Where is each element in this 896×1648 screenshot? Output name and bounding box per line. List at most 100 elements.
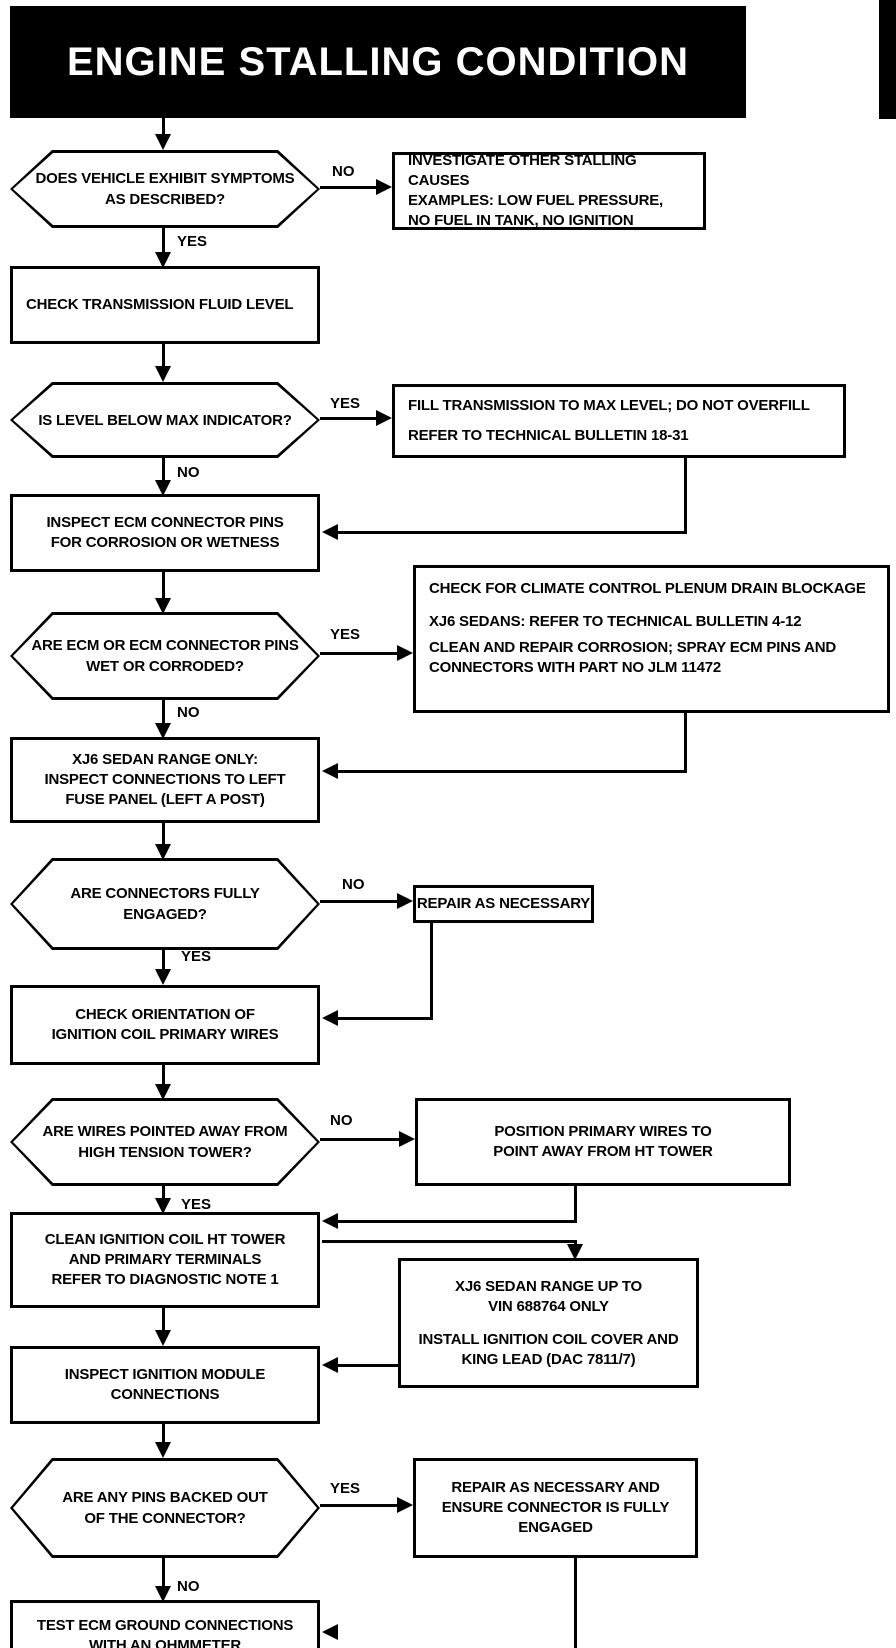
process-inspect-fuse-panel: XJ6 SEDAN RANGE ONLY: INSPECT CONNECTION… xyxy=(10,737,320,823)
decision-text: HIGH TENSION TOWER? xyxy=(78,1144,252,1161)
hexagon-fill xyxy=(13,1461,317,1555)
decision-text: OF THE CONNECTOR? xyxy=(84,1510,246,1527)
arrowhead-left-icon xyxy=(322,1357,338,1373)
arrowhead-left-icon xyxy=(322,1624,338,1640)
process-repair-as-necessary: REPAIR AS NECESSARY xyxy=(413,885,594,923)
decision-q-pins-backed-out: ARE ANY PINS BACKED OUT OF THE CONNECTOR… xyxy=(10,1458,320,1558)
connector-line xyxy=(338,1364,398,1367)
connector-line xyxy=(430,923,433,1020)
process-inspect-ignition-module: INSPECT IGNITION MODULE CONNECTIONS xyxy=(10,1346,320,1424)
connector-line xyxy=(162,700,165,725)
arrowhead-down-icon xyxy=(155,1330,171,1346)
process-investigate-other: INVESTIGATE OTHER STALLING CAUSES EXAMPL… xyxy=(392,152,706,230)
decision-text: ARE CONNECTORS FULLY xyxy=(70,885,260,902)
edge-label-yes: YES xyxy=(177,233,208,250)
process-position-wires: POSITION PRIMARY WIRES TO POINT AWAY FRO… xyxy=(415,1098,791,1186)
process-text: FOR CORROSION OR WETNESS xyxy=(50,534,280,551)
process-text: XJ6 SEDANS: REFER TO TECHNICAL BULLETIN … xyxy=(429,613,802,630)
process-check-transmission-fluid: CHECK TRANSMISSION FLUID LEVEL xyxy=(10,266,320,344)
process-text: POSITION PRIMARY WIRES TO xyxy=(494,1123,712,1140)
decision-text: IS LEVEL BELOW MAX INDICATOR? xyxy=(38,411,292,429)
process-text: INSPECT ECM CONNECTOR PINS xyxy=(46,514,284,531)
arrowhead-down-icon xyxy=(567,1244,583,1260)
connector-line xyxy=(162,1308,165,1330)
decision-q-symptoms: DOES VEHICLE EXHIBIT SYMPTOMS AS DESCRIB… xyxy=(10,150,320,228)
title-bar: ENGINE STALLING CONDITION xyxy=(10,6,746,118)
process-text: INSPECT CONNECTIONS TO LEFT xyxy=(44,771,286,788)
arrowhead-down-icon xyxy=(155,366,171,382)
hexagon-fill xyxy=(13,153,317,225)
connector-line xyxy=(162,1424,165,1444)
process-text: CLEAN AND REPAIR CORROSION; SPRAY ECM PI… xyxy=(429,639,836,656)
process-fill-transmission: FILL TRANSMISSION TO MAX LEVEL; DO NOT O… xyxy=(392,384,846,458)
process-text: FILL TRANSMISSION TO MAX LEVEL; DO NOT O… xyxy=(408,397,810,414)
connector-line xyxy=(338,1220,577,1223)
arrowhead-down-icon xyxy=(155,1084,171,1100)
arrowhead-right-icon xyxy=(397,893,413,909)
process-check-orientation: CHECK ORIENTATION OF IGNITION COIL PRIMA… xyxy=(10,985,320,1065)
process-text: CLEAN IGNITION COIL HT TOWER xyxy=(44,1231,286,1248)
connector-line xyxy=(162,118,165,138)
decision-text: ENGAGED? xyxy=(123,906,207,923)
connector-line xyxy=(320,652,397,655)
edge-label-no: NO xyxy=(177,464,200,481)
process-test-ecm-ground: TEST ECM GROUND CONNECTIONS WITH AN OHMM… xyxy=(10,1600,320,1648)
connector-line xyxy=(320,1138,399,1141)
hexagon-fill xyxy=(13,385,317,455)
process-text: CHECK ORIENTATION OF xyxy=(75,1006,255,1023)
arrowhead-down-icon xyxy=(155,1586,171,1602)
process-repair-ensure-engaged: REPAIR AS NECESSARY AND ENSURE CONNECTOR… xyxy=(413,1458,698,1558)
arrowhead-down-icon xyxy=(155,1198,171,1214)
connector-line xyxy=(162,1558,165,1588)
hexagon-fill xyxy=(13,861,317,947)
decision-text: AS DESCRIBED? xyxy=(105,191,225,208)
edge-label-yes: YES xyxy=(181,948,212,965)
arrowhead-left-icon xyxy=(322,763,338,779)
connector-line xyxy=(162,344,165,368)
arrowhead-right-icon xyxy=(397,1497,413,1513)
scan-artifact-right xyxy=(879,0,896,119)
connector-line xyxy=(162,458,165,482)
decision-text: ARE ECM OR ECM CONNECTOR PINS xyxy=(31,637,299,654)
process-clean-ht-tower: CLEAN IGNITION COIL HT TOWER AND PRIMARY… xyxy=(10,1212,320,1308)
arrowhead-left-icon xyxy=(322,524,338,540)
process-text: XJ6 SEDAN RANGE UP TO xyxy=(455,1277,642,1295)
connector-line xyxy=(338,531,687,534)
edge-label-no: NO xyxy=(342,876,365,893)
process-text: CHECK FOR CLIMATE CONTROL PLENUM DRAIN B… xyxy=(429,580,866,597)
decision-text: ARE ANY PINS BACKED OUT xyxy=(62,1489,268,1506)
arrowhead-down-icon xyxy=(155,252,171,268)
process-text: ENSURE CONNECTOR IS FULLY xyxy=(441,1499,670,1516)
process-text: CONNECTIONS xyxy=(110,1386,220,1403)
process-text: REFER TO DIAGNOSTIC NOTE 1 xyxy=(51,1271,279,1288)
process-inspect-ecm-pins: INSPECT ECM CONNECTOR PINS FOR CORROSION… xyxy=(10,494,320,572)
edge-label-yes: YES xyxy=(330,1480,361,1497)
edge-label-no: NO xyxy=(177,704,200,721)
arrowhead-left-icon xyxy=(322,1010,338,1026)
process-text: ENGAGED xyxy=(518,1519,593,1536)
edge-label-yes: YES xyxy=(330,395,361,412)
arrowhead-right-icon xyxy=(397,645,413,661)
arrowhead-down-icon xyxy=(155,598,171,614)
process-install-coil-cover: XJ6 SEDAN RANGE UP TO VIN 688764 ONLY IN… xyxy=(398,1258,699,1388)
hexagon-fill xyxy=(13,615,317,697)
connector-line xyxy=(320,417,378,420)
arrowhead-left-icon xyxy=(322,1213,338,1229)
process-text: AND PRIMARY TERMINALS xyxy=(68,1251,262,1268)
process-text: CONNECTORS WITH PART NO JLM 11472 xyxy=(429,659,722,676)
connector-line xyxy=(162,228,165,254)
process-text: POINT AWAY FROM HT TOWER xyxy=(493,1143,713,1160)
arrowhead-down-icon xyxy=(155,844,171,860)
decision-text: WET OR CORRODED? xyxy=(86,658,244,675)
connector-line xyxy=(684,458,687,534)
process-text: REPAIR AS NECESSARY AND xyxy=(451,1479,660,1496)
arrowhead-down-icon xyxy=(155,134,171,150)
edge-label-no: NO xyxy=(330,1112,353,1129)
process-text: TEST ECM GROUND CONNECTIONS xyxy=(36,1617,294,1634)
connector-line xyxy=(320,1504,397,1507)
decision-text: DOES VEHICLE EXHIBIT SYMPTOMS xyxy=(35,170,295,187)
page-title: ENGINE STALLING CONDITION xyxy=(66,39,690,84)
connector-line xyxy=(162,1186,165,1200)
process-text: KING LEAD (DAC 7811/7) xyxy=(461,1350,636,1368)
process-text: NO FUEL IN TANK, NO IGNITION xyxy=(408,212,634,229)
